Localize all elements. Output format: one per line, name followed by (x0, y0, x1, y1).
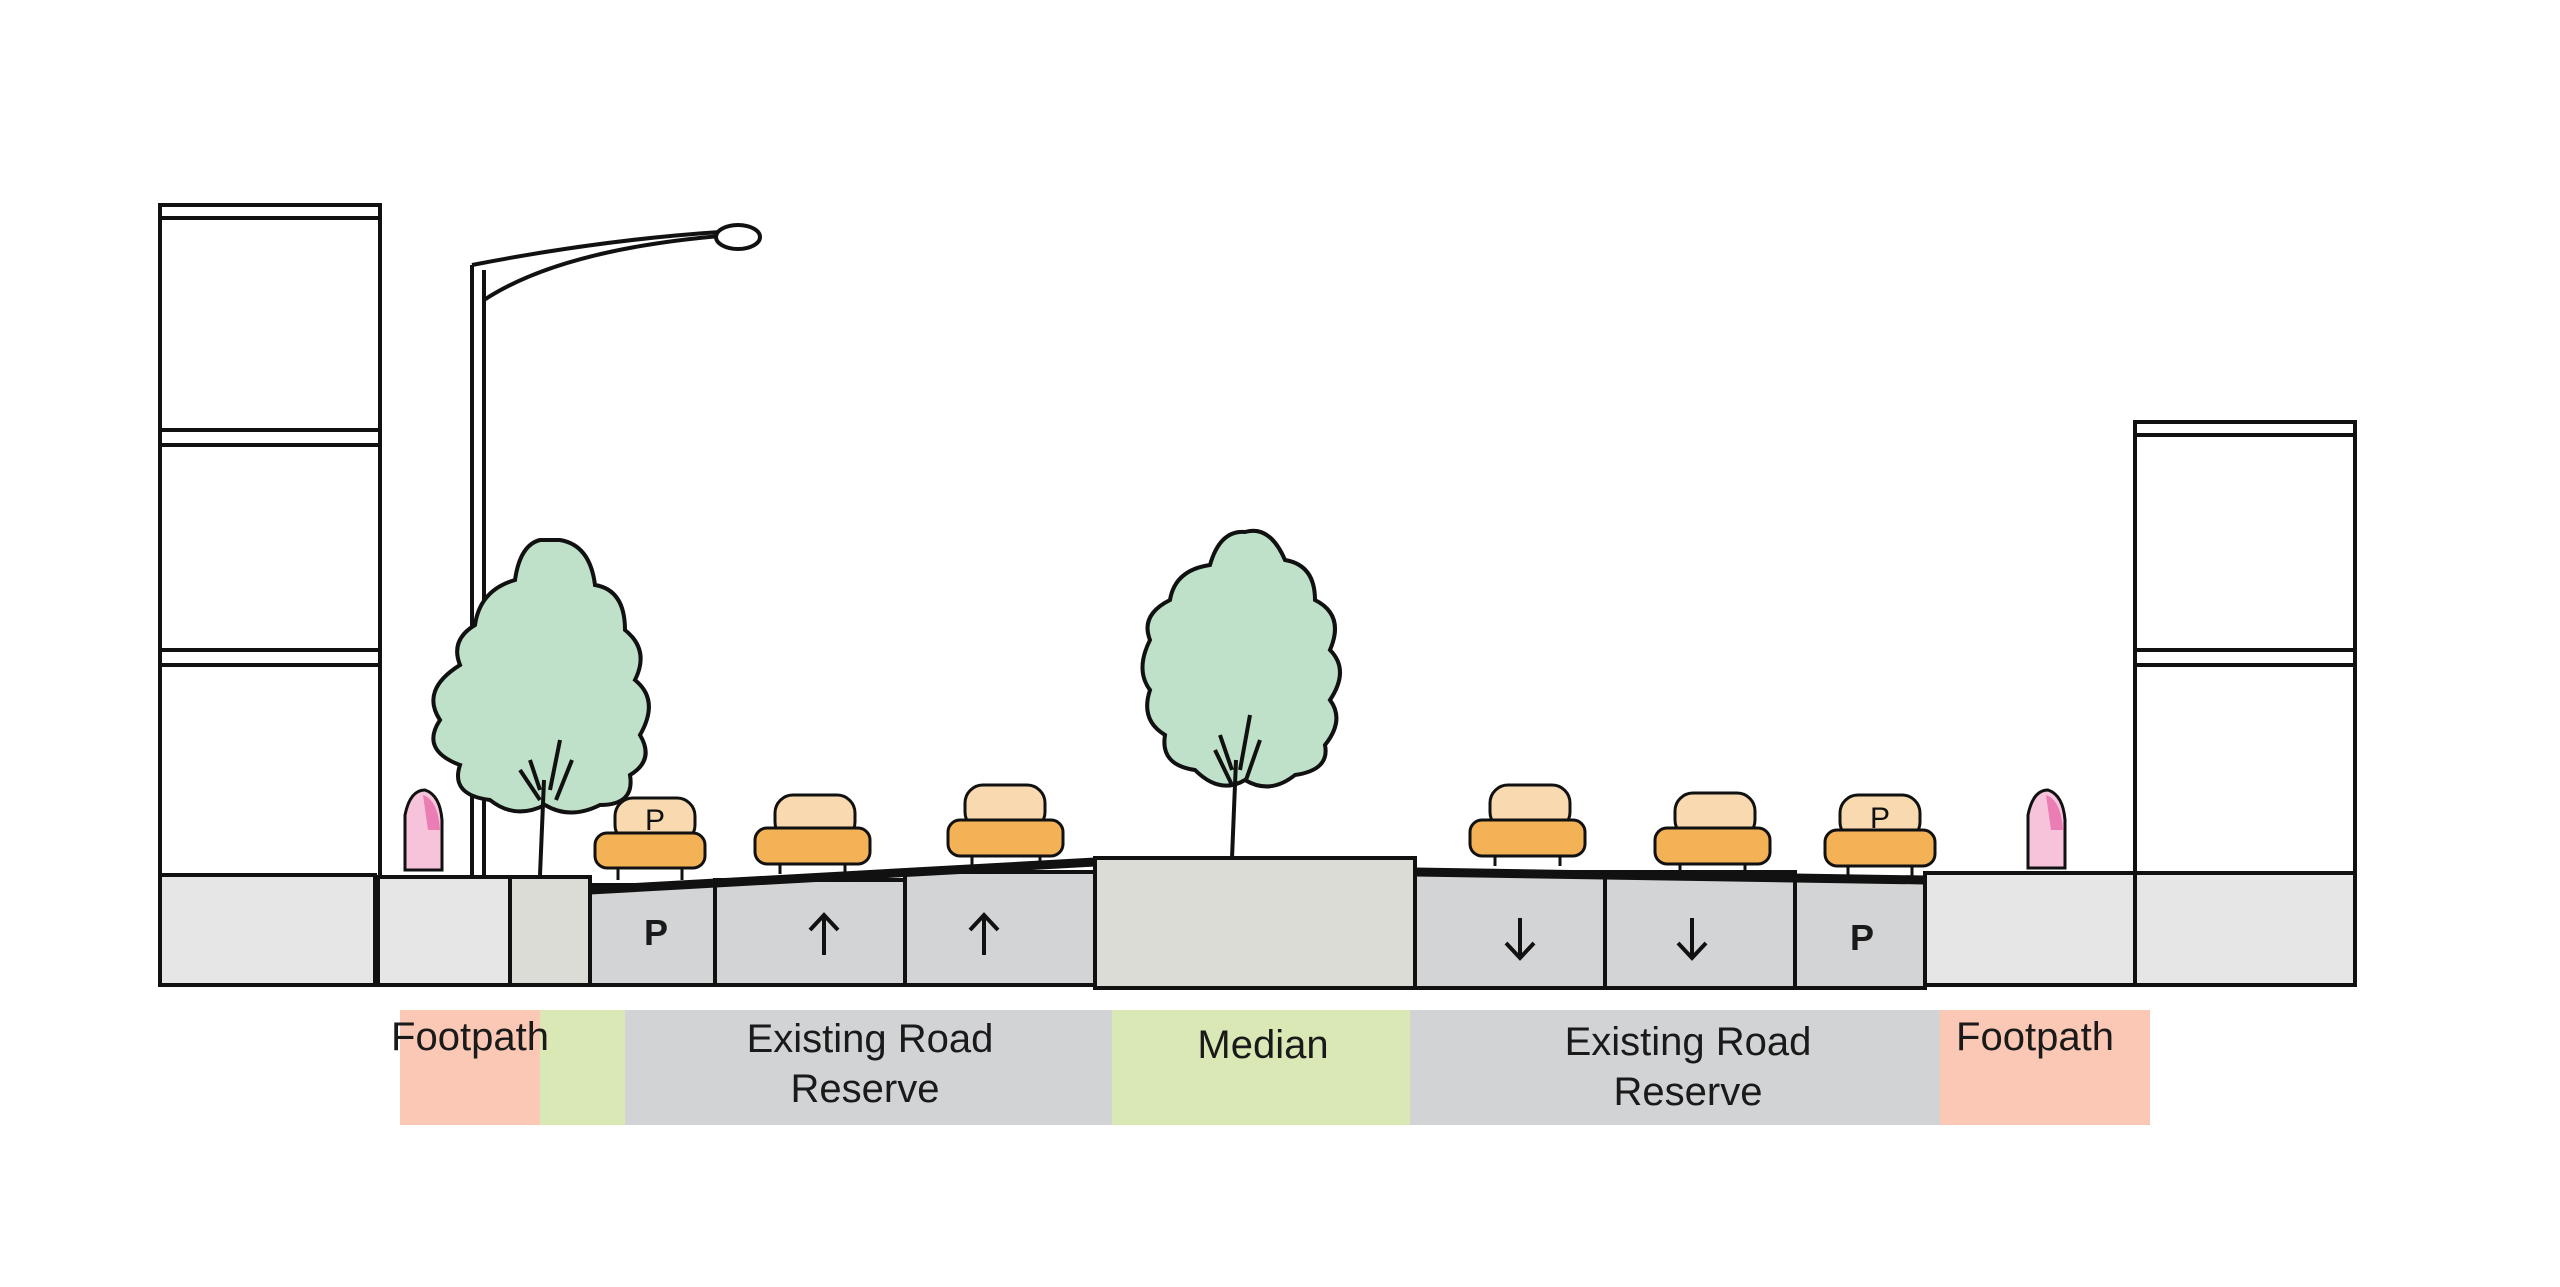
bollard-icon (2026, 788, 2067, 870)
zone-label-footpath-left: Footpath (391, 1015, 549, 1059)
down-arrow-icon (1504, 918, 1536, 961)
zone-label-road-reserve-left-2: Reserve (791, 1067, 940, 1111)
zone-label-road-reserve-left-1: Existing Road (747, 1017, 994, 1061)
lane-mark-parking-left: P (644, 912, 668, 953)
zone-median (1112, 1010, 1410, 1125)
lane-left-1 (713, 878, 907, 987)
road-surface-left (589, 857, 1096, 895)
zone-footpath-left (400, 1010, 540, 1125)
zone-label-road-reserve-right-2: Reserve (1614, 1070, 1763, 1114)
zone-road-reserve-right (1410, 1010, 1940, 1125)
road-surface-right (1414, 867, 1926, 885)
car-icon (753, 793, 872, 874)
car-icon (946, 783, 1065, 866)
lane-right-2 (1603, 870, 1797, 990)
tree-icon (1140, 528, 1342, 859)
up-arrow-icon (968, 912, 1000, 955)
lanes-right (1413, 870, 1927, 990)
down-arrow-icon (1676, 918, 1708, 961)
zone-label-median: Median (1197, 1023, 1328, 1067)
zone-road-reserve-left (625, 1010, 1112, 1125)
ground-strip (158, 856, 2357, 990)
car-icon: P (1823, 793, 1937, 876)
lane-left-2 (903, 870, 1097, 987)
building-left (158, 203, 382, 987)
car-icon: P (593, 796, 707, 880)
lane-right-1 (1413, 870, 1607, 990)
zone-label-road-reserve-right-1: Existing Road (1565, 1020, 1812, 1064)
zone-legend: Footpath Existing Road Reserve Median Ex… (391, 1010, 2150, 1125)
zone-footpath-right (1940, 1010, 2150, 1125)
bollard-icon (403, 788, 444, 872)
tree-icon (431, 538, 651, 876)
car-icon (1653, 791, 1772, 874)
zone-verge-left (540, 1010, 625, 1125)
lane-mark-parking-right: P (1850, 917, 1874, 958)
car-roof-mark: P (1870, 802, 1890, 835)
car-roof-mark: P (645, 804, 665, 837)
car-icon (1468, 783, 1587, 866)
up-arrow-icon (808, 912, 840, 955)
zone-label-footpath-right: Footpath (1956, 1015, 2114, 1059)
